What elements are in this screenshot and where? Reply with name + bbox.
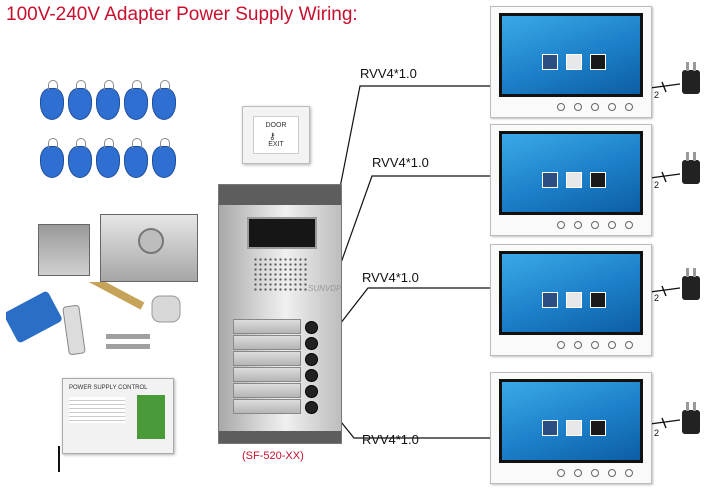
key-fob-icon (151, 295, 181, 323)
cards-remote-keys (6, 282, 181, 355)
key-icon: ⚷ (269, 131, 276, 141)
film-icon (590, 292, 606, 308)
exit-label: EXIT (268, 141, 284, 148)
call-button-1 (305, 321, 318, 334)
indoor-monitor-2 (490, 124, 652, 236)
call-button-2 (305, 337, 318, 350)
door-icon (542, 54, 558, 70)
electric-lock (38, 214, 198, 284)
rfid-tag-icon (124, 80, 148, 120)
cable-label-2: RVV4*1.0 (372, 155, 429, 170)
film-icon (590, 54, 606, 70)
indoor-monitor-3 (490, 244, 652, 356)
outdoor-unit-model: (SF-520-XX) (242, 450, 304, 462)
wire-count-1: 2 (654, 90, 660, 100)
diagram-title: 100V-240V Adapter Power Supply Wiring: (6, 4, 358, 25)
power-adapter-icon (682, 152, 700, 184)
wire-count-3: 2 (654, 293, 660, 303)
indoor-monitor-4 (490, 372, 652, 484)
rfid-tag-icon (152, 138, 176, 178)
call-button-3 (305, 353, 318, 366)
door-icon (542, 292, 558, 308)
cable-label-4: RVV4*1.0 (362, 432, 419, 447)
camera-icon (566, 54, 582, 70)
power-wire-3 (649, 287, 681, 293)
call-button-5 (305, 385, 318, 398)
cable-label-1: RVV4*1.0 (360, 66, 417, 81)
power-supply-label: POWER SUPPLY CONTROL (69, 385, 148, 391)
call-button-6 (305, 401, 318, 414)
door-label: DOOR (265, 122, 287, 129)
wire-count-2: 2 (654, 180, 660, 190)
watermark: SUNVDP (308, 284, 342, 293)
film-icon (590, 420, 606, 436)
power-wire-1 (649, 83, 681, 89)
access-card-icon (6, 291, 62, 343)
power-adapter-icon (682, 402, 700, 434)
rfid-tag-icon (40, 138, 64, 178)
rfid-tag-icon (96, 80, 120, 120)
film-icon (590, 172, 606, 188)
rfid-tag-icon (124, 138, 148, 178)
door-icon (542, 172, 558, 188)
indoor-monitor-1 (490, 6, 652, 118)
door-icon (542, 420, 558, 436)
power-adapter-icon (682, 62, 700, 94)
rfid-tag-icon (96, 138, 120, 178)
speaker-grille (253, 257, 307, 291)
cable-label-3: RVV4*1.0 (362, 270, 419, 285)
lock-cylinder-icon (138, 228, 164, 254)
rfid-key-tags (40, 74, 180, 194)
wire-count-4: 2 (654, 428, 660, 438)
camera-icon (566, 172, 582, 188)
camera-icon (566, 420, 582, 436)
call-button-4 (305, 369, 318, 382)
keys-icon (106, 334, 150, 349)
outdoor-door-station (218, 184, 342, 444)
rfid-tag-icon (68, 138, 92, 178)
camera-icon (566, 292, 582, 308)
power-wire-2 (649, 173, 681, 179)
rfid-tag-icon (152, 80, 176, 120)
camera-lens (247, 217, 317, 249)
remote-control-icon (62, 305, 86, 355)
power-supply-box: POWER SUPPLY CONTROL (62, 378, 174, 454)
rfid-tag-icon (68, 80, 92, 120)
rfid-tag-icon (40, 80, 64, 120)
lock-bolt-icon (87, 282, 145, 310)
power-adapter-icon (682, 268, 700, 300)
exit-button-panel: DOOR ⚷ EXIT (242, 106, 310, 164)
power-wire-4 (649, 419, 681, 425)
